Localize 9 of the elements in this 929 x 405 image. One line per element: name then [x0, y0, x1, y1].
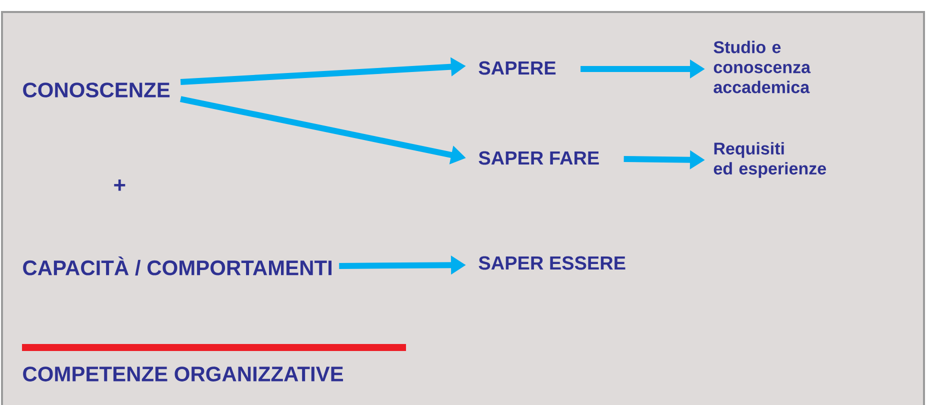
term-text: CAPACITÀ / COMPORTAMENTI: [23, 256, 332, 276]
term-text: Studio e conoscenza accademica: [714, 40, 811, 94]
term-text: SAPER ESSERE: [478, 256, 626, 270]
term-text: SAPER FARE: [478, 151, 599, 165]
term-text: SAPERE: [478, 61, 556, 75]
plus-sign: +: [114, 180, 126, 191]
term-text: CONOSCENZE: [23, 82, 170, 98]
term-text: Requisiti ed esperienze: [714, 142, 826, 178]
heading-text: COMPETENZE ORGANIZZATIVE: [23, 366, 344, 382]
